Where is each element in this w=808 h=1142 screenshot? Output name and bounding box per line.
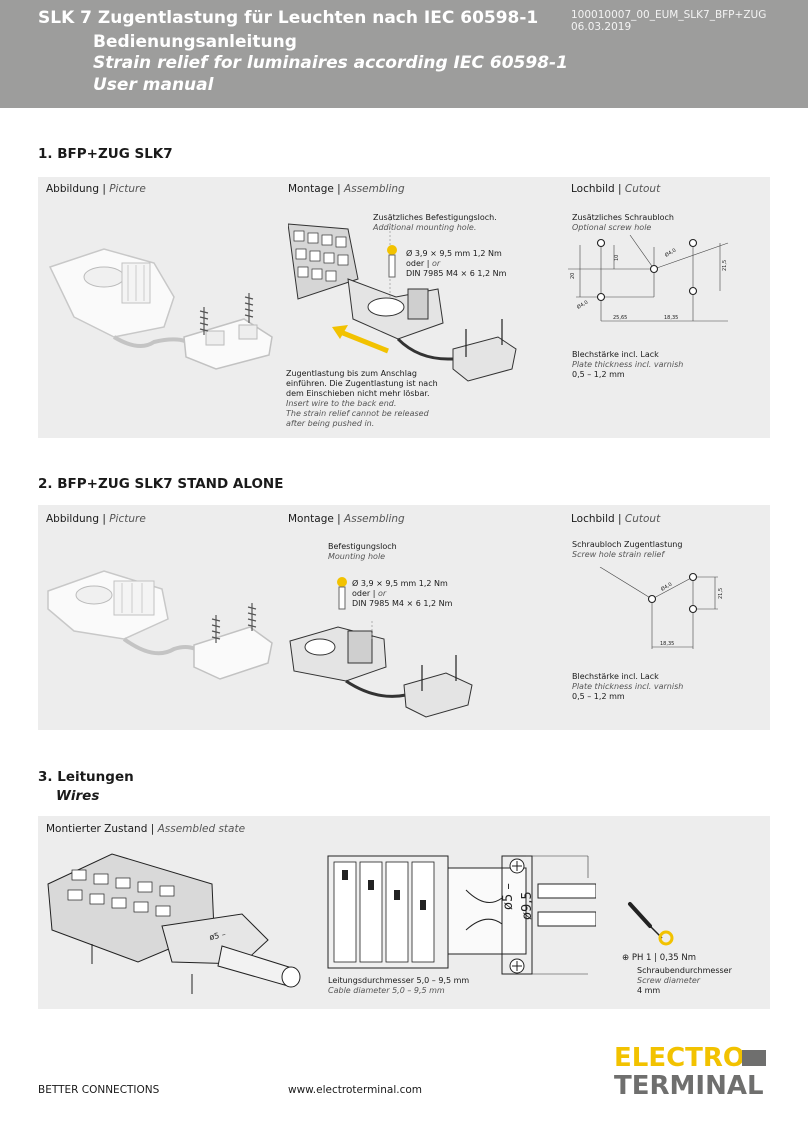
s2-hole-label: Befestigungsloch Mounting hole (328, 542, 397, 561)
svg-text:TERMINAL: TERMINAL (614, 1071, 764, 1100)
section3-title: 3. Leitungen (38, 769, 134, 785)
footer-tagline: BETTER CONNECTIONS (38, 1084, 160, 1096)
s1-col-cutout: Lochbild | Cutout (571, 183, 661, 195)
s2-screw-spec: Ø 3,9 × 9,5 mm 1,2 Nm oder | or DIN 7985… (352, 579, 453, 608)
s2-dim-d1: 18,35 (660, 641, 674, 647)
s3-screw-diameter: Schraubendurchmesser Screw diameter 4 mm (637, 966, 732, 995)
title-de: SLK 7 Zugentlastung für Leuchten nach IE… (38, 8, 539, 28)
s1-dim-dia2: Ø4,0 (576, 299, 590, 311)
s3-assembled-image: ø5 – (47, 853, 301, 994)
doc-number: 100010007_00_EUM_SLK7_BFP+ZUG (571, 9, 767, 21)
section1-title: 1. BFP+ZUG SLK7 (38, 146, 173, 162)
s1-col-picture: Abbildung | Picture (46, 183, 146, 195)
doc-meta: 100010007_00_EUM_SLK7_BFP+ZUG 06.03.2019 (571, 9, 766, 33)
s1-product-image (48, 248, 273, 370)
s2-plate-thickness: Blechstärke incl. Lack Plate thickness i… (572, 672, 684, 701)
s3-screwdriver-icon (628, 902, 674, 946)
logo-plug-block (742, 1050, 766, 1066)
s1-dim-d1: 25,65 (613, 315, 627, 321)
s3-img-label: ø5 – (209, 930, 227, 942)
section2-title: 2. BFP+ZUG SLK7 STAND ALONE (38, 476, 284, 492)
s1-cutout-drawing: 25,65 18,35 21,5 20 10 Ø4,0 Ø4,0 (568, 235, 729, 322)
s1-dim-d4: 20 (570, 273, 576, 279)
s1-cutout-hole-label: Zusätzliches Schraubloch Optional screw … (572, 213, 674, 232)
phillips-icon: ⊕ (622, 953, 630, 963)
s2-col-picture: Abbildung | Picture (46, 513, 146, 525)
section3-panel: Montierter Zustand | Assembled state ø5 … (38, 816, 770, 1009)
s2-assembly-drawing (289, 621, 473, 718)
header-band: SLK 7 Zugentlastung für Leuchten nach IE… (0, 0, 808, 108)
s1-screw-spec: Ø 3,9 × 9,5 mm 1,2 Nm oder | or DIN 7985… (406, 249, 507, 278)
s1-plate-thickness: Blechstärke incl. Lack Plate thickness i… (572, 350, 684, 379)
section3-subtitle: Wires (56, 788, 100, 804)
title-en: Strain relief for luminaires according I… (93, 53, 568, 73)
s1-dim-d5: 10 (614, 255, 620, 261)
s2-dim-d2: 21,5 (718, 588, 724, 599)
s1-dim-d2: 18,35 (664, 315, 678, 321)
s1-hole-label: Zusätzliches Befestigungsloch. Additiona… (373, 213, 497, 232)
s2-product-image (47, 570, 273, 680)
svg-text:ELECTRO: ELECTRO (614, 1043, 745, 1073)
electroterminal-logo: ELECTRO TERMINAL (614, 1043, 766, 1100)
s1-dim-d3: 21,5 (722, 260, 728, 271)
manual-en: User manual (93, 75, 214, 95)
section1-panel: Abbildung | Picture Montage | Assembling… (38, 177, 770, 438)
s1-assembly-drawing (288, 219, 517, 382)
s1-note: Zugentlastung bis zum Anschlag einführen… (286, 369, 438, 428)
s3-torque: ⊕ PH 1 | 0,35 Nm (622, 953, 696, 963)
section2-panel: Abbildung | Picture Montage | Assembling… (38, 505, 770, 730)
s3-drawing-label-b: ø9,5 (520, 891, 535, 920)
manual-de: Bedienungsanleitung (93, 32, 297, 52)
s3-cable-diameter: Leitungsdurchmesser 5,0 – 9,5 mm Cable d… (328, 976, 470, 995)
s2-col-assembling: Montage | Assembling (288, 513, 405, 525)
s3-drawing-label-a: ø5 – (501, 883, 516, 910)
s1-dim-dia1: Ø4,0 (664, 247, 678, 259)
s3-technical-drawing: ø5 – ø9,5 (327, 855, 596, 975)
s3-col-state: Montierter Zustand | Assembled state (46, 823, 246, 835)
s2-dim-dia1: Ø4,0 (660, 581, 674, 593)
doc-date: 06.03.2019 (571, 21, 632, 33)
s2-screw-icon (337, 577, 347, 610)
footer-url[interactable]: www.electroterminal.com (288, 1084, 422, 1096)
s1-col-assembling: Montage | Assembling (288, 183, 405, 195)
s2-cutout-hole-label: Schraubloch Zugentlastung Screw hole str… (572, 540, 683, 559)
s2-cutout-drawing: 18,35 21,5 Ø4,0 (599, 567, 724, 649)
s2-col-cutout: Lochbild | Cutout (571, 513, 661, 525)
s1-screw-icon (387, 245, 397, 278)
